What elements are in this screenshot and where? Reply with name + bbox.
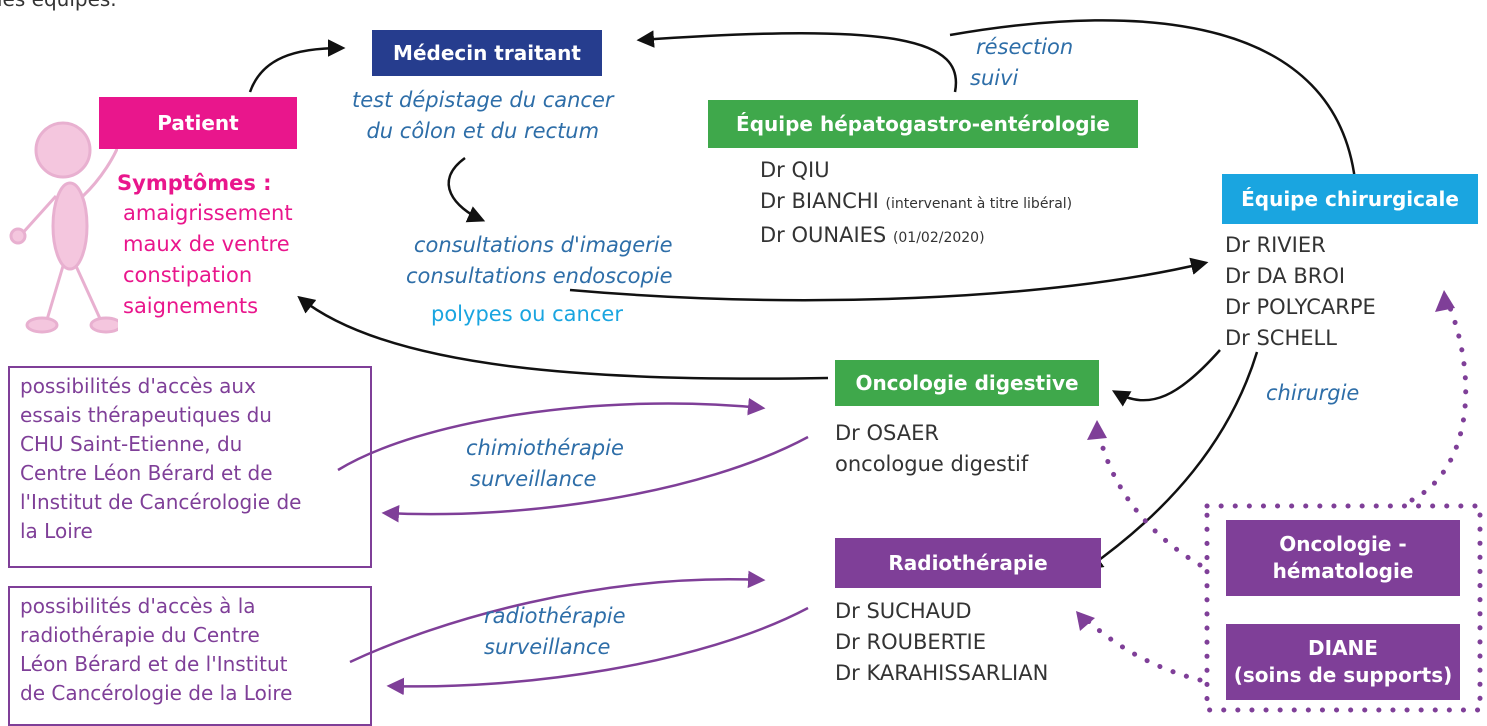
radiotherapie-box: Radiothérapie bbox=[835, 538, 1101, 588]
onco-doctor-list: Dr OSAER oncologue digestif bbox=[835, 418, 1028, 480]
trials-line: Centre Léon Bérard et de bbox=[20, 461, 273, 485]
doctor-name: Dr SCHELL bbox=[1225, 326, 1337, 350]
trials-line: essais thérapeutiques du bbox=[20, 403, 272, 427]
symptom-item: saignements bbox=[123, 294, 259, 318]
doctor-name: Dr KARAHISSARLIAN bbox=[835, 661, 1049, 685]
doctor-name: Dr OSAER bbox=[835, 421, 939, 445]
radio-access-line: Léon Bérard et de l'Institut bbox=[20, 652, 288, 676]
radiotherapy-access-box: possibilités d'accès à la radiothérapie … bbox=[8, 586, 372, 726]
resection-label: résection suivi bbox=[970, 32, 1073, 94]
medecin-traitant-box: Médecin traitant bbox=[372, 30, 602, 76]
radiotherapie-label: radiothérapie surveillance bbox=[484, 601, 626, 663]
doctor-note: (01/02/2020) bbox=[892, 230, 985, 246]
doctor-name: Dr QIU bbox=[760, 158, 830, 182]
radio-access-line: possibilités d'accès à la bbox=[20, 594, 256, 618]
symptoms-title: Symptômes : bbox=[117, 171, 272, 195]
arrow-onco-to-patient bbox=[297, 295, 829, 380]
trials-line: possibilités d'accès aux bbox=[20, 374, 256, 398]
doctor-name: Dr DA BROI bbox=[1225, 264, 1346, 288]
arrow-onco-to-trials bbox=[381, 435, 809, 523]
arrow-chir-to-onco bbox=[1111, 349, 1221, 407]
arrow-trials-to-onco bbox=[337, 397, 766, 472]
chimio-line: surveillance bbox=[470, 467, 597, 491]
polypes-label: polypes ou cancer bbox=[431, 302, 623, 326]
consultations-label: consultations d'imagerie consultations e… bbox=[406, 230, 673, 292]
hepato-doctor-list: Dr QIU Dr BIANCHI (intervenant à titre l… bbox=[760, 155, 1072, 254]
medecin-notes: test dépistage du cancer du côlon et du … bbox=[352, 85, 614, 147]
dotted-arrowhead-onco bbox=[1087, 420, 1107, 440]
arrow-patient-to-medecin bbox=[248, 39, 346, 93]
arrow-radiobox-to-radio bbox=[349, 570, 766, 664]
doctor-row: Dr BIANCHI (intervenant à titre libéral) bbox=[760, 186, 1072, 220]
symptom-item: maux de ventre bbox=[123, 232, 290, 256]
oncologie-hematologie-line-2: hématologie bbox=[1272, 559, 1414, 583]
diane-line-1: DIANE bbox=[1308, 636, 1378, 660]
doctor-row: Dr QIU bbox=[760, 155, 1072, 186]
doctor-name: Dr ROUBERTIE bbox=[835, 630, 986, 654]
doctor-role: oncologue digestif bbox=[835, 452, 1029, 476]
oncologie-hematologie-box: Oncologie - hématologie bbox=[1226, 520, 1460, 596]
dotted-arrowhead-radio bbox=[1076, 611, 1095, 631]
arrow-chir-to-radio bbox=[1085, 351, 1259, 571]
diane-box: DIANE (soins de supports) bbox=[1226, 624, 1460, 700]
dotted-diane-to-radio bbox=[1084, 617, 1203, 683]
symptoms-list: amaigrissement maux de ventre constipati… bbox=[123, 198, 293, 322]
diane-line-2: (soins de supports) bbox=[1233, 663, 1453, 687]
trials-line: CHU Saint-Etienne, du bbox=[20, 432, 243, 456]
symptom-item: amaigrissement bbox=[123, 201, 293, 225]
doctor-name: Dr BIANCHI bbox=[760, 189, 879, 213]
patient-figure-icon bbox=[9, 121, 118, 334]
trials-access-box: possibilités d'accès aux essais thérapeu… bbox=[8, 366, 372, 568]
radio-line: radiothérapie bbox=[484, 604, 626, 628]
dotted-arrowhead-chir bbox=[1435, 290, 1455, 312]
arrow-radio-to-radiobox bbox=[386, 606, 809, 696]
dotted-frame-to-chir bbox=[1409, 297, 1469, 503]
trials-line: la Loire bbox=[20, 519, 93, 543]
oncologie-digestive-box: Oncologie digestive bbox=[835, 360, 1099, 406]
doctor-name: Dr POLYCARPE bbox=[1225, 295, 1376, 319]
arrow-depistage-to-consult bbox=[447, 156, 486, 223]
doctor-row: Dr OUNAIES (01/02/2020) bbox=[760, 220, 1072, 254]
patient-box: Patient bbox=[99, 97, 297, 149]
doctor-name: Dr OUNAIES bbox=[760, 223, 887, 247]
doctor-name: Dr RIVIER bbox=[1225, 233, 1326, 257]
doctor-note: (intervenant à titre libéral) bbox=[885, 196, 1073, 212]
doctor-name: Dr SUCHAUD bbox=[835, 599, 972, 623]
arrow-hepato-to-medecin bbox=[636, 30, 958, 93]
chirurgie-label: chirurgie bbox=[1266, 381, 1360, 405]
chir-doctor-list: Dr RIVIER Dr DA BROI Dr POLYCARPE Dr SCH… bbox=[1225, 230, 1376, 354]
hepato-team-box: Équipe hépatogastro-entérologie bbox=[708, 100, 1138, 148]
consultation-line: consultations endoscopie bbox=[406, 264, 673, 288]
intro-fragment: les équipes. bbox=[0, 0, 117, 11]
radio-access-line: radiothérapie du Centre bbox=[20, 623, 260, 647]
chirurgicale-team-box: Équipe chirurgicale bbox=[1222, 174, 1478, 224]
chimiotherapie-label: chimiothérapie surveillance bbox=[466, 433, 624, 495]
medecin-note-line: test dépistage du cancer bbox=[352, 88, 614, 112]
radio-doctor-list: Dr SUCHAUD Dr ROUBERTIE Dr KARAHISSARLIA… bbox=[835, 596, 1048, 689]
consultation-line: consultations d'imagerie bbox=[413, 233, 673, 257]
symptom-item: constipation bbox=[123, 263, 253, 287]
medecin-note-line: du côlon et du rectum bbox=[366, 119, 600, 143]
chimio-line: chimiothérapie bbox=[466, 436, 624, 460]
arrow-chir-to-medecin bbox=[949, 19, 1357, 181]
suivi-line: suivi bbox=[970, 66, 1019, 90]
resection-line: résection bbox=[976, 35, 1074, 59]
radio-line: surveillance bbox=[484, 635, 611, 659]
trials-line: l'Institut de Cancérologie de bbox=[20, 490, 302, 514]
radio-access-line: de Cancérologie de la Loire bbox=[20, 681, 293, 705]
dotted-hemato-to-onco bbox=[1094, 422, 1203, 568]
oncologie-hematologie-line-1: Oncologie - bbox=[1279, 532, 1407, 556]
arrow-consult-to-chir bbox=[569, 257, 1209, 302]
